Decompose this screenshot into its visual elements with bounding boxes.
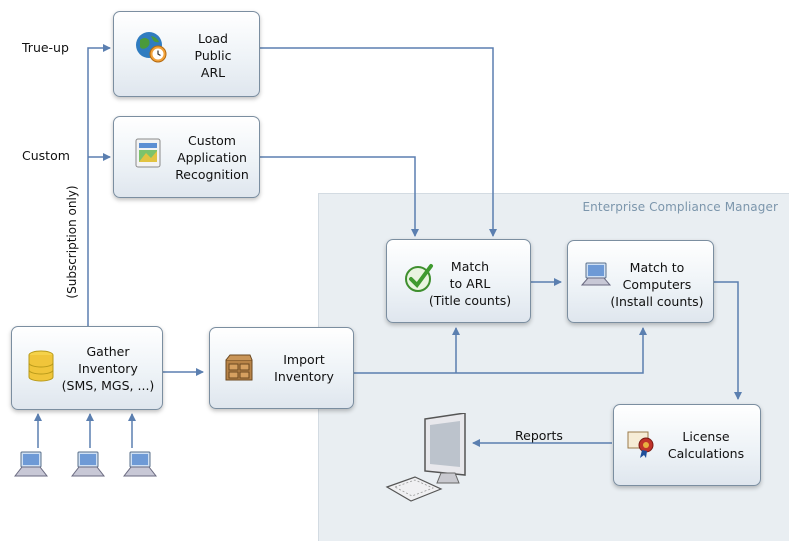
box-line: (Install counts) — [610, 293, 704, 309]
box-line: Recognition — [175, 166, 249, 182]
box-line: to ARL — [449, 275, 491, 291]
client-laptop-icon — [122, 451, 158, 477]
custom-label: Custom — [22, 148, 70, 163]
box-line: (Title counts) — [428, 292, 512, 308]
arrow-match-computers-to-license — [714, 281, 742, 400]
box-line: Match — [450, 258, 490, 274]
box-line: Application — [177, 149, 247, 165]
arrow-gather-to-load-arl — [87, 44, 111, 326]
client-laptop-icon — [70, 451, 106, 477]
box-line: Custom — [188, 132, 236, 148]
subscription-only-label: (Subscription only) — [65, 185, 79, 299]
gather-inventory-box: Gather Inventory (SMS, MGS, ...) — [11, 326, 163, 410]
box-line: Calculations — [667, 446, 745, 461]
import-inventory-box: Import Inventory — [209, 327, 354, 409]
custom-application-recognition-box: Custom Application Recognition — [113, 116, 260, 198]
arrow-custom-to-match-arl — [259, 156, 419, 237]
box-line: Gather — [86, 343, 130, 359]
arrow-import-to-match-computers — [354, 327, 647, 374]
laptop-icon — [580, 262, 612, 286]
box-line: Public — [194, 47, 232, 63]
ribbon-certificate-icon — [627, 431, 654, 458]
true-up-label: True-up — [22, 40, 69, 55]
license-calculations-box: License Calculations — [613, 404, 761, 486]
checkmark-icon — [405, 264, 433, 292]
ecm-region-title: Enterprise Compliance Manager — [582, 200, 778, 214]
box-line: Import — [283, 352, 325, 367]
load-public-arl-box: Load Public ARL — [113, 11, 260, 97]
desktop-computer-icon — [385, 413, 466, 502]
database-icon — [28, 350, 54, 382]
match-to-computers-box: Match to Computers (Install counts) — [567, 240, 714, 323]
cabinet-icon — [225, 354, 253, 381]
box-line: (SMS, MGS, ...) — [61, 377, 155, 393]
globe-clock-icon — [136, 32, 167, 63]
box-line: Inventory — [274, 369, 334, 384]
box-line: License — [682, 429, 730, 444]
box-line: Match to — [629, 259, 685, 275]
box-line: Inventory — [78, 360, 138, 376]
reports-label: Reports — [515, 428, 563, 443]
box-line: ARL — [200, 64, 226, 80]
application-icon — [135, 138, 161, 168]
box-line: Computers — [622, 276, 692, 292]
arrow-load-arl-to-match-arl — [259, 47, 497, 237]
match-to-arl-box: Match to ARL (Title counts) — [386, 239, 531, 323]
client-laptop-icon — [13, 451, 49, 477]
box-line: Load — [198, 30, 228, 46]
